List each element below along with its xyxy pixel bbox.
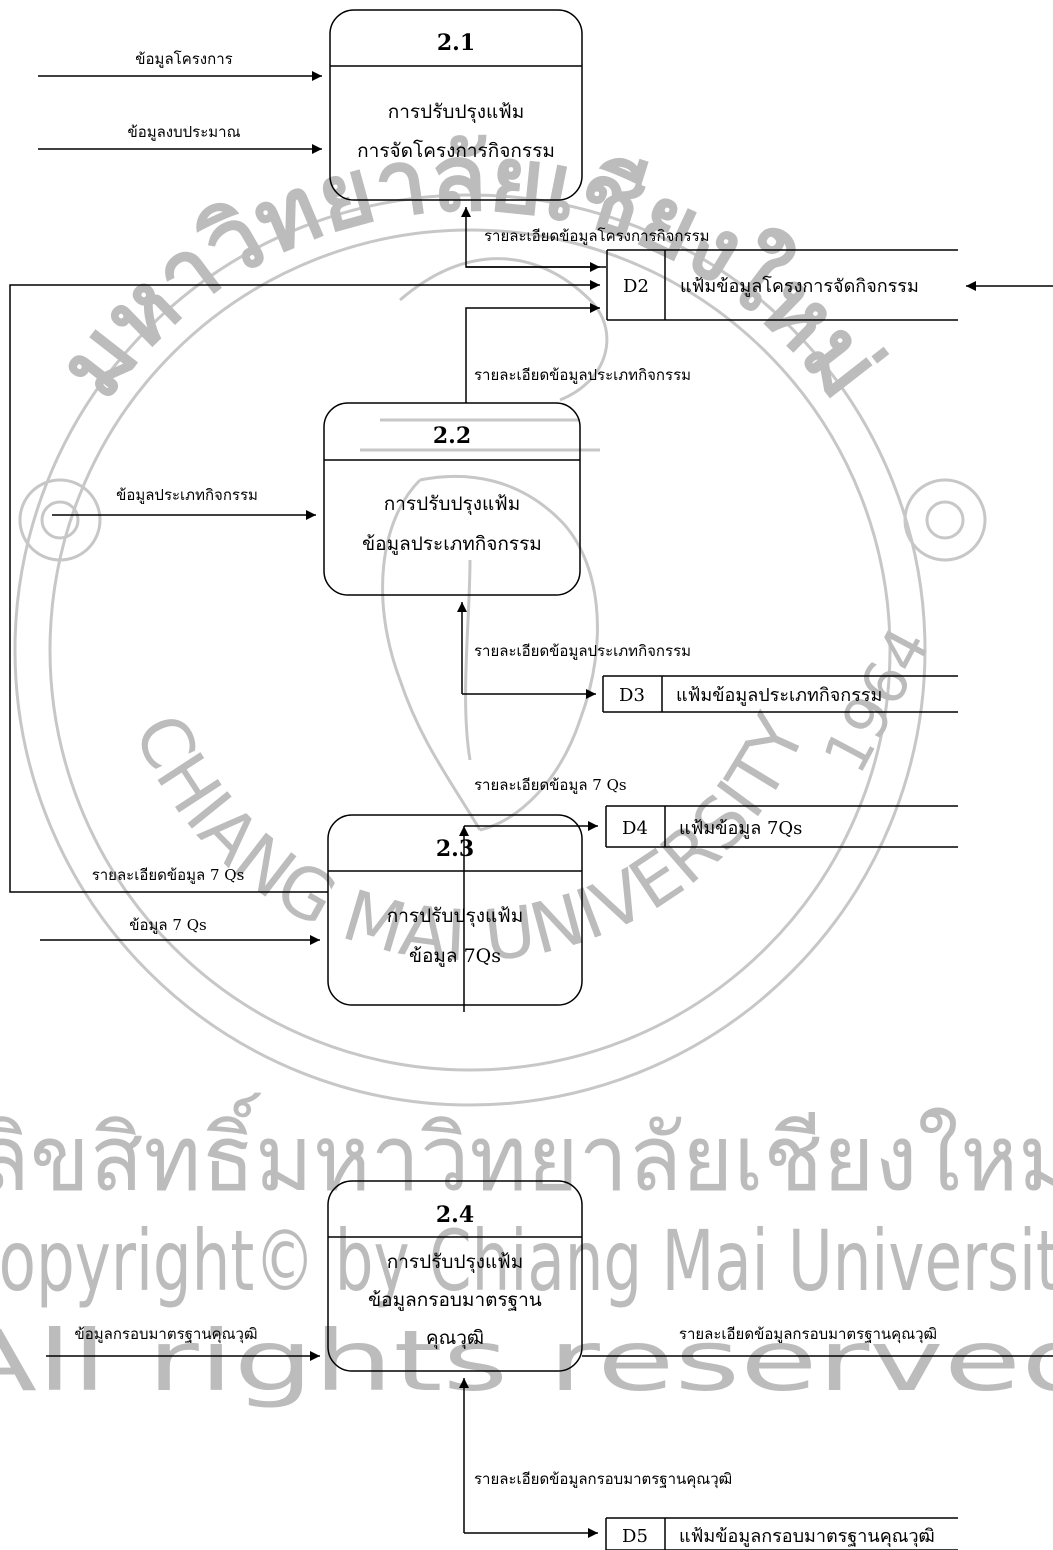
datastore-name: แฟ้มข้อมูลประเภทกิจกรรม <box>676 685 882 706</box>
seal-inner-ring <box>48 228 892 1072</box>
datastore-d5: D5 แฟ้มข้อมูลกรอบมาตรฐานคุณวุฒิ <box>605 1517 958 1550</box>
process-title-line: การปรับปรุงแฟ้ม <box>387 905 523 928</box>
process-2-1: 2.1 การปรับปรุงแฟ้ม การจัดโครงการกิจกรรม <box>329 9 583 201</box>
datastore-d2: D2 แฟ้มข้อมูลโครงการจัดกิจกรรม <box>606 249 958 321</box>
process-title-line: คุณวุฒิ <box>426 1327 484 1350</box>
datastore-name: แฟ้มข้อมูลกรอบมาตรฐานคุณวุฒิ <box>679 1526 935 1547</box>
process-2-3: 2.3 การปรับปรุงแฟ้ม ข้อมูล 7Qs <box>327 814 583 1006</box>
flow-2-2-to-d2 <box>465 303 600 403</box>
datastore-id: D2 <box>623 276 649 297</box>
datastore-id: D3 <box>619 685 645 706</box>
process-id: 2.3 <box>436 836 474 862</box>
flow-label: รายละเอียดข้อมูลประเภทกิจกรรม <box>474 366 691 384</box>
process-title-line: ข้อมูล 7Qs <box>409 945 501 967</box>
flow-2-3-to-d2 <box>9 280 600 893</box>
process-title-line: ข้อมูลประเภทกิจกรรม <box>362 533 542 555</box>
flow-label: รายละเอียดข้อมูล 7 Qs <box>474 776 627 794</box>
process-title-line: การจัดโครงการกิจกรรม <box>357 139 555 162</box>
seal-outer-ring <box>13 193 927 1107</box>
datastore-id: D4 <box>622 818 648 839</box>
process-id: 2.2 <box>433 423 471 449</box>
flow-label: ข้อมูลงบประมาณ <box>127 123 240 141</box>
process-title-line: การปรับปรุงแฟ้ม <box>384 493 520 516</box>
datastore-id: D5 <box>622 1526 648 1547</box>
process-box <box>323 402 581 596</box>
flow-lines <box>9 71 1053 945</box>
flow-label: รายละเอียดข้อมูลโครงการกิจกรรม <box>484 227 710 245</box>
process-id: 2.1 <box>437 30 475 56</box>
process-2-4: 2.4 การปรับปรุงแฟ้ม ข้อมูลกรอบมาตรฐาน คุ… <box>327 1180 583 1372</box>
process-box <box>329 9 583 201</box>
flow-label: รายละเอียดข้อมูลประเภทกิจกรรม <box>474 642 691 660</box>
process-title-line: การปรับปรุงแฟ้ม <box>388 101 524 124</box>
process-title-line: ข้อมูลกรอบมาตรฐาน <box>368 1289 542 1311</box>
datastore-name: แฟ้มข้อมูล 7Qs <box>679 818 802 839</box>
process-box <box>327 1180 583 1372</box>
flow-lines-bottom <box>46 821 1053 1538</box>
flow-label: รายละเอียดข้อมูล 7 Qs <box>92 866 245 884</box>
seal-elephant-emblem <box>18 257 987 832</box>
flow-label: ข้อมูลโครงการ <box>135 50 232 68</box>
flow-label: ข้อมูลกรอบมาตรฐานคุณวุฒิ <box>75 1325 258 1344</box>
watermark-rights: All rights reserved <box>0 1312 1053 1410</box>
datastore-name: แฟ้มข้อมูลโครงการจัดกิจกรรม <box>680 275 919 297</box>
datastore-d3: D3 แฟ้มข้อมูลประเภทกิจกรรม <box>602 675 958 713</box>
watermark-copyright: Copyright© by Chiang Mai University <box>0 1212 1053 1310</box>
process-id: 2.4 <box>436 1202 474 1228</box>
flow-label: รายละเอียดข้อมูลกรอบมาตรฐานคุณวุฒิ <box>679 1325 937 1344</box>
process-title-line: การปรับปรุงแฟ้ม <box>387 1251 523 1274</box>
datastore-d4: D4 แฟ้มข้อมูล 7Qs <box>605 805 958 848</box>
flow-label: ข้อมูล 7 Qs <box>129 916 206 934</box>
watermark-thai: ลิขสิทธิ์มหาวิทยาลัยเชียงใหม่ <box>0 1092 1053 1212</box>
process-2-2: 2.2 การปรับปรุงแฟ้ม ข้อมูลประเภทกิจกรรม <box>323 402 581 596</box>
process-box <box>327 814 583 1006</box>
flow-label: ข้อมูลประเภทกิจกรรม <box>116 486 258 504</box>
flow-label: รายละเอียดข้อมูลกรอบมาตรฐานคุณวุฒิ <box>474 1470 732 1489</box>
flow-labels: ข้อมูลโครงการ ข้อมูลงบประมาณ รายละเอียดข… <box>75 50 938 1489</box>
